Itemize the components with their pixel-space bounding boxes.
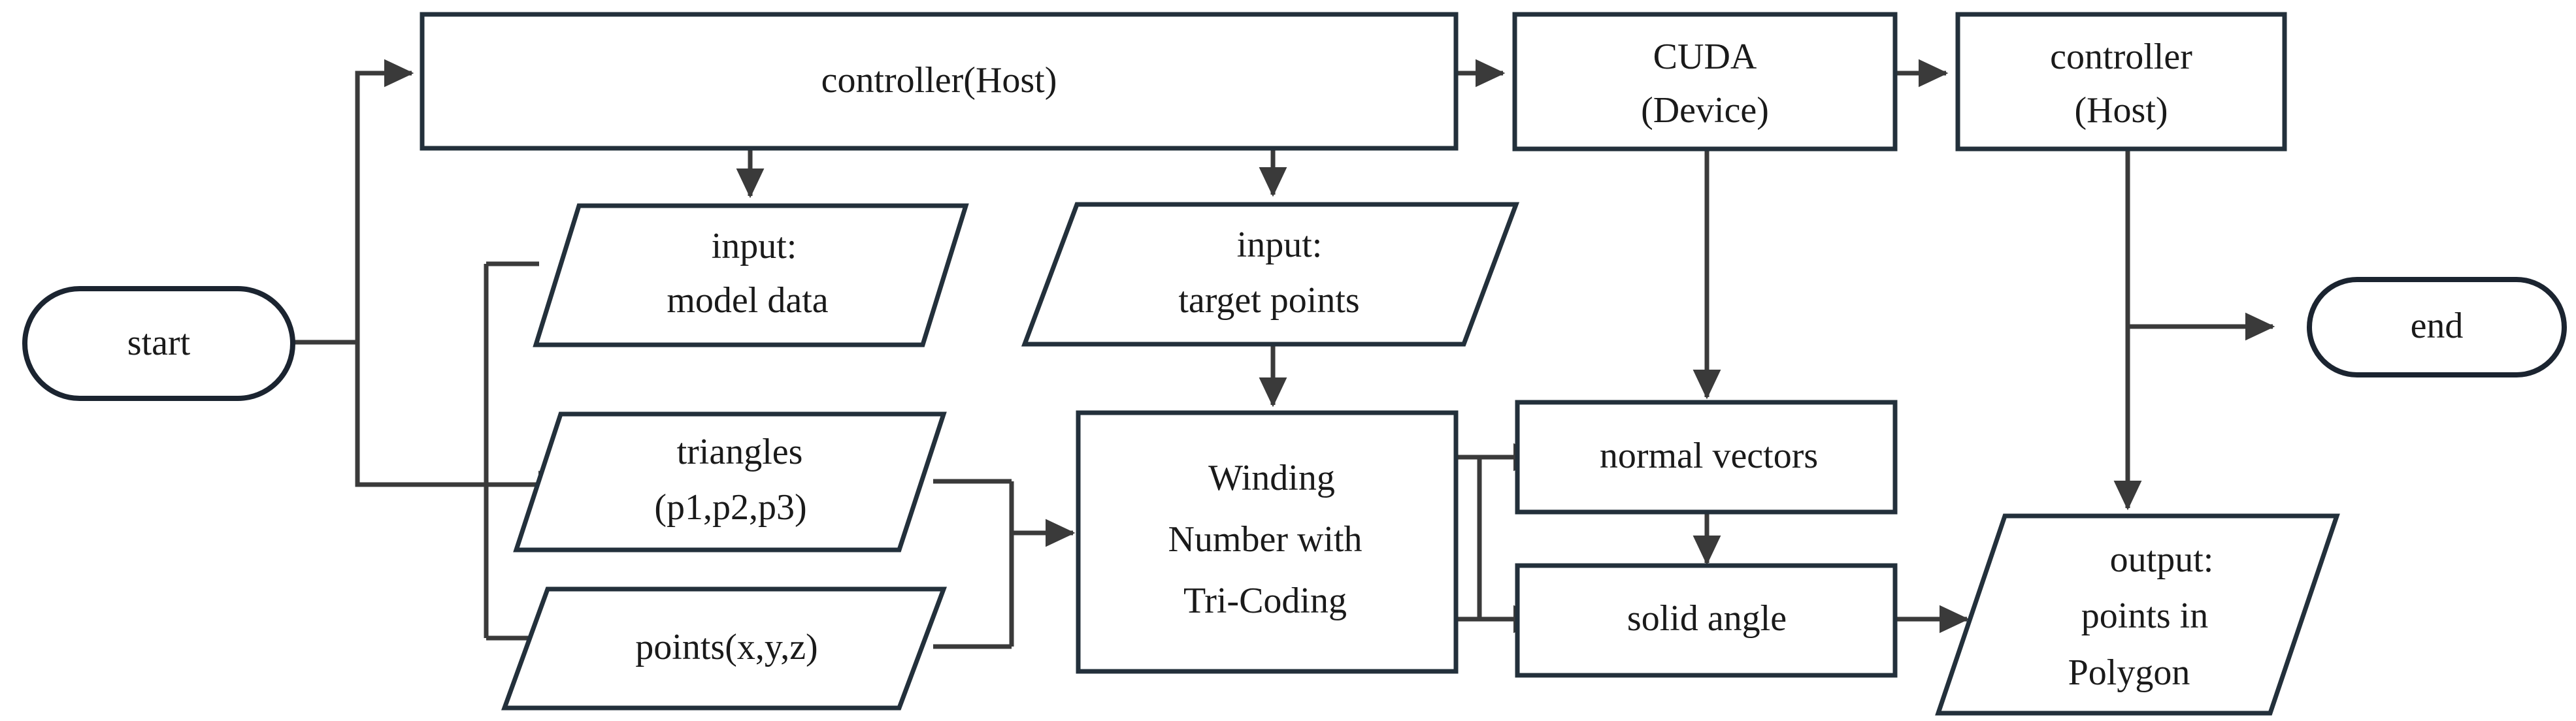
- node-cuda-device[interactable]: CUDA (Device): [1512, 12, 1898, 152]
- start-shape: [22, 286, 295, 401]
- solid-angle-shape: [1515, 563, 1898, 678]
- controller-host-2-label-line1: controller: [2050, 37, 2192, 77]
- controller-host-1-label: controller(Host): [821, 60, 1057, 101]
- node-start[interactable]: start: [22, 286, 295, 401]
- node-points-xyz[interactable]: points(x,y,z): [501, 586, 948, 711]
- node-controller-host-2[interactable]: controller (Host): [1955, 12, 2287, 152]
- controller-host-1-shape: [420, 12, 1459, 151]
- triangles-shape: [513, 411, 947, 553]
- triangles-label-line2: (p1,p2,p3): [654, 487, 806, 528]
- cuda-device-shape: [1512, 12, 1898, 152]
- node-solid-angle[interactable]: solid angle: [1515, 563, 1898, 678]
- node-winding-number[interactable]: Winding Number with Tri-Coding: [1076, 410, 1459, 674]
- edge-winding-number-right-rail: [1456, 455, 1482, 619]
- node-normal-vectors[interactable]: normal vectors: [1515, 400, 1898, 515]
- controller-host-2-shape: [1955, 12, 2287, 152]
- controller-host-2-label-line2: (Host): [2074, 90, 2168, 131]
- winding-number-label-line1: Winding: [1208, 458, 1335, 498]
- winding-number-shape: [1076, 410, 1459, 674]
- input-model-data-label-line1: input:: [712, 226, 797, 266]
- input-target-points-label-line1: input:: [1237, 225, 1323, 265]
- node-controller-host-1[interactable]: controller(Host): [420, 12, 1459, 151]
- output-polygon-label-line2: points in: [2081, 596, 2208, 636]
- cuda-device-label-line2: (Device): [1641, 90, 1769, 131]
- normal-vectors-label: normal vectors: [1600, 436, 1818, 476]
- triangles-label-line1: triangles: [677, 432, 803, 472]
- input-target-points-label-line2: target points: [1178, 280, 1359, 321]
- end-shape: [2307, 277, 2567, 377]
- start-label: start: [127, 323, 191, 363]
- points-xyz-label: points(x,y,z): [635, 627, 817, 667]
- node-input-target-points[interactable]: input: target points: [1021, 202, 1520, 347]
- solid-angle-label: solid angle: [1627, 598, 1787, 639]
- output-polygon-label-line1: output:: [2110, 539, 2214, 580]
- edge-start-to-controller-host-1: [292, 59, 414, 345]
- end-label: end: [2411, 306, 2464, 346]
- winding-number-label-line2: Number with: [1168, 519, 1362, 560]
- node-output-polygon[interactable]: output: points in Polygon: [1935, 513, 2340, 716]
- winding-number-label-line3: Tri-Coding: [1183, 581, 1347, 621]
- normal-vectors-shape: [1515, 400, 1898, 515]
- input-model-data-label-line2: model data: [667, 280, 828, 321]
- output-polygon-shape: [1935, 513, 2340, 716]
- node-triangles[interactable]: triangles (p1,p2,p3): [513, 411, 947, 553]
- cuda-device-label-line1: CUDA: [1653, 37, 1757, 77]
- output-polygon-label-line3: Polygon: [2068, 652, 2190, 693]
- points-xyz-shape: [501, 586, 948, 711]
- node-end[interactable]: end: [2307, 277, 2567, 377]
- input-target-points-shape: [1021, 202, 1520, 347]
- edge-layer: [292, 59, 2275, 652]
- node-input-model-data[interactable]: input: model data: [533, 203, 969, 347]
- edge-start-trunk-down: [355, 342, 486, 487]
- input-model-data-shape: [533, 203, 969, 347]
